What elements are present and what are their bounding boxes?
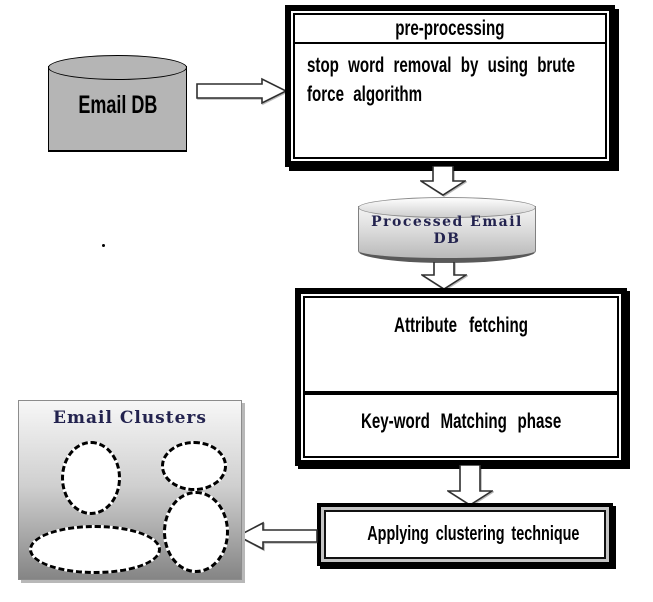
attribute-keyword-box-inner: Attribute fetching Key-word Matching pha…	[303, 296, 619, 458]
email-db-cylinder-body	[48, 66, 187, 152]
preprocessing-box: pre-processing stop word removal by usin…	[285, 5, 615, 167]
email-db-cylinder-top-ellipse	[48, 55, 187, 80]
applying-clustering-box: Applying clustering technique	[317, 503, 613, 566]
applying-clustering-box-inner: Applying clustering technique	[324, 510, 606, 559]
keyword-matching-section: Key-word Matching phase	[305, 391, 617, 434]
preprocessing-body: stop word removal by using brute force a…	[295, 44, 605, 109]
cluster-ellipse	[61, 441, 121, 515]
flow-arrow-down-1-icon	[420, 166, 466, 196]
cluster-ellipse	[29, 525, 161, 574]
preprocessing-box-inner: pre-processing stop word removal by usin…	[293, 13, 607, 159]
preprocessing-body-line: force algorithm	[307, 83, 423, 106]
email-clusters-panel: Email Clusters	[18, 400, 242, 580]
attribute-fetching-section: Attribute fetching	[394, 314, 528, 337]
processed-db-label: Processed Email DB	[358, 214, 536, 248]
cluster-ellipse	[163, 491, 229, 573]
email-db-label-text: Email DB	[77, 91, 158, 119]
preprocessing-title: pre-processing	[295, 15, 605, 44]
flow-arrow-down-2-icon	[421, 262, 467, 290]
flow-arrow-down-3-icon	[447, 465, 493, 506]
attribute-keyword-box: Attribute fetching Key-word Matching pha…	[295, 288, 627, 466]
processed-db-label-line1: Processed Email	[371, 214, 523, 230]
stray-dot	[102, 244, 105, 247]
email-clusters-title: Email Clusters	[53, 408, 207, 428]
flow-arrow-left-icon	[237, 521, 318, 551]
email-db-cylinder: Email DB	[48, 55, 187, 152]
processed-db-cylinder-top-ellipse	[358, 197, 536, 218]
processed-db-label-line2: DB	[433, 231, 461, 247]
flow-arrow-right-icon	[196, 77, 288, 105]
preprocessing-body-line: stop word removal by using brute	[307, 54, 575, 77]
email-db-label: Email DB	[48, 91, 187, 120]
cluster-ellipse	[161, 441, 227, 491]
preprocessing-title-text: pre-processing	[395, 17, 505, 40]
processed-email-db-cylinder: Processed Email DB	[358, 197, 536, 263]
